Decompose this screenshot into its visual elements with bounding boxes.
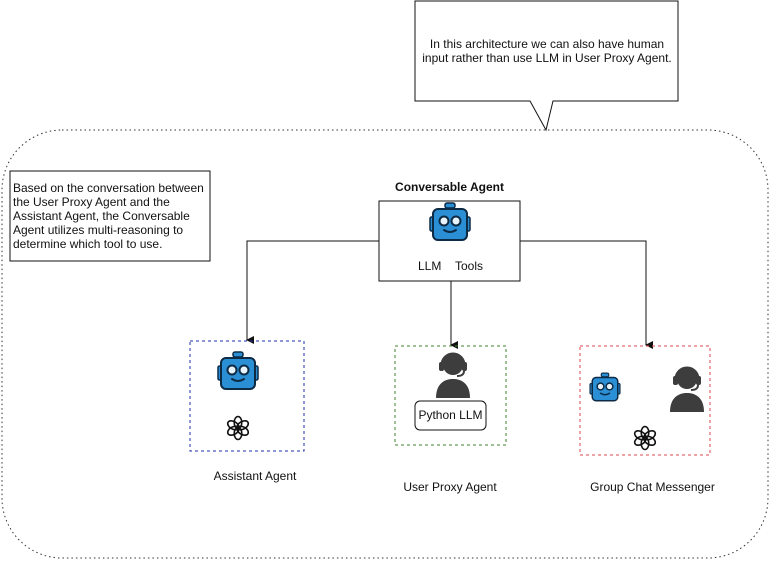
note-box [9, 170, 211, 262]
tools-label: Tools [455, 259, 484, 273]
robot-icon [217, 351, 259, 390]
llm-label: LLM [418, 259, 442, 273]
assistant-agent-label: Assistant Agent [213, 469, 297, 483]
assistant-agent-box [189, 340, 305, 452]
user-proxy-agent-box [394, 345, 507, 446]
connector-to-group-chat [520, 240, 653, 349]
human-headset-icon [668, 366, 706, 414]
robot-icon [589, 372, 621, 402]
connector-to-assistant [246, 240, 379, 344]
robot-icon [429, 202, 471, 241]
user-proxy-agent-label: User Proxy Agent [403, 480, 497, 494]
human-headset-icon [434, 352, 472, 400]
note-text: Based on the conversation between the Us… [13, 181, 204, 251]
openai-icon [225, 415, 251, 441]
python-llm-box [414, 400, 487, 431]
conversable-agent-title: Conversable Agent [395, 180, 504, 194]
python-llm-label: Python LLM [418, 408, 483, 422]
openai-icon [632, 425, 658, 451]
group-chat-messenger-label: Group Chat Messenger [590, 480, 715, 494]
callout-shape [414, 0, 679, 132]
callout-text: In this architecture we can also have hu… [422, 37, 672, 65]
